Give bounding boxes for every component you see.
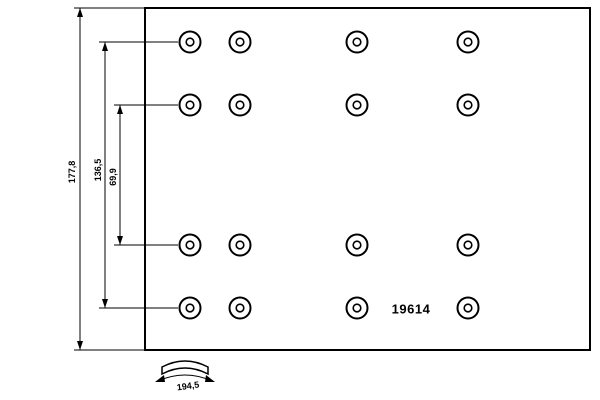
arc-section-icon: [155, 360, 215, 382]
dimension-outer-hole-span: 136,5: [93, 158, 103, 182]
rivet-holes: [178, 30, 480, 320]
dimension-overall-height: 177,8: [67, 160, 77, 184]
dimension-inner-hole-span: 69,9: [108, 168, 118, 186]
part-number: 19614: [391, 301, 431, 317]
dimension-arrowheads: [77, 8, 123, 350]
extension-lines: [74, 7, 178, 351]
plate-outline: [144, 7, 591, 351]
dimension-lines: [79, 8, 121, 350]
